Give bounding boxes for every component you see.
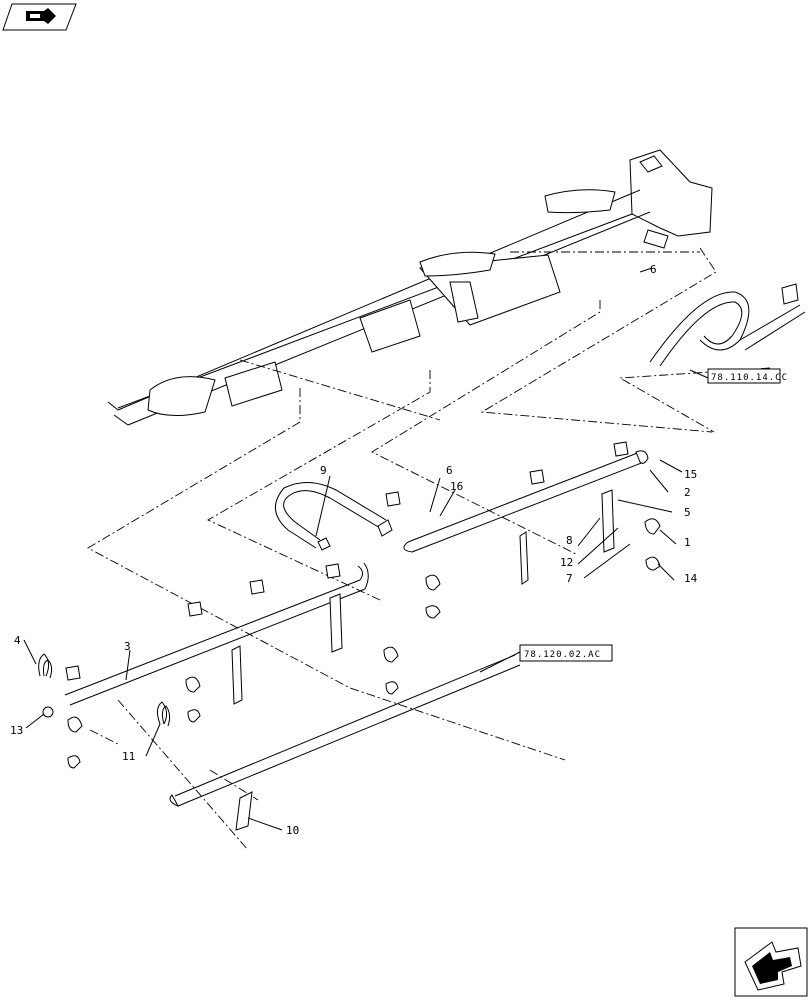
- callout-4: 4: [14, 634, 21, 647]
- callout-10: 10: [286, 824, 299, 837]
- reference-box-2[interactable]: 78.120.02.AC: [519, 644, 613, 662]
- callout-2: 2: [684, 486, 691, 499]
- clamp-brackets: [65, 441, 661, 831]
- callout-labels: 6 9 6 16 15 2 5 8 1 12 7 14 3 4 13 11 10: [10, 263, 698, 837]
- callout-15: 15: [684, 468, 697, 481]
- boom-frame: [107, 149, 713, 426]
- upper-rail-tube: [403, 450, 649, 553]
- rail-tube: [64, 562, 369, 706]
- callout-6-mid: 6: [446, 464, 453, 477]
- nut-13: [42, 706, 54, 718]
- leader-lines: [23, 267, 709, 831]
- projection-lines: [87, 247, 771, 851]
- callout-14: 14: [684, 572, 698, 585]
- callout-6-top: 6: [650, 263, 657, 276]
- book-with-arrow-icon[interactable]: [2, 3, 77, 31]
- callout-11: 11: [122, 750, 135, 763]
- arrow-nav-icon[interactable]: [734, 927, 808, 997]
- callout-7: 7: [566, 572, 573, 585]
- u-clips: [38, 653, 171, 727]
- hoop-tube: [275, 482, 393, 551]
- lower-tube: [169, 654, 521, 808]
- callout-9: 9: [320, 464, 327, 477]
- callout-5: 5: [684, 506, 691, 519]
- svg-text:78.110.14.CC: 78.110.14.CC: [711, 373, 788, 383]
- reference-box-1[interactable]: 78.110.14.CC: [707, 368, 788, 384]
- callout-13: 13: [10, 724, 23, 737]
- callout-16: 16: [450, 480, 463, 493]
- callout-1: 1: [684, 536, 691, 549]
- callout-8: 8: [566, 534, 573, 547]
- callout-3: 3: [124, 640, 131, 653]
- svg-text:78.120.02.AC: 78.120.02.AC: [524, 650, 601, 660]
- hose-assembly: [649, 283, 806, 367]
- callout-12: 12: [560, 556, 573, 569]
